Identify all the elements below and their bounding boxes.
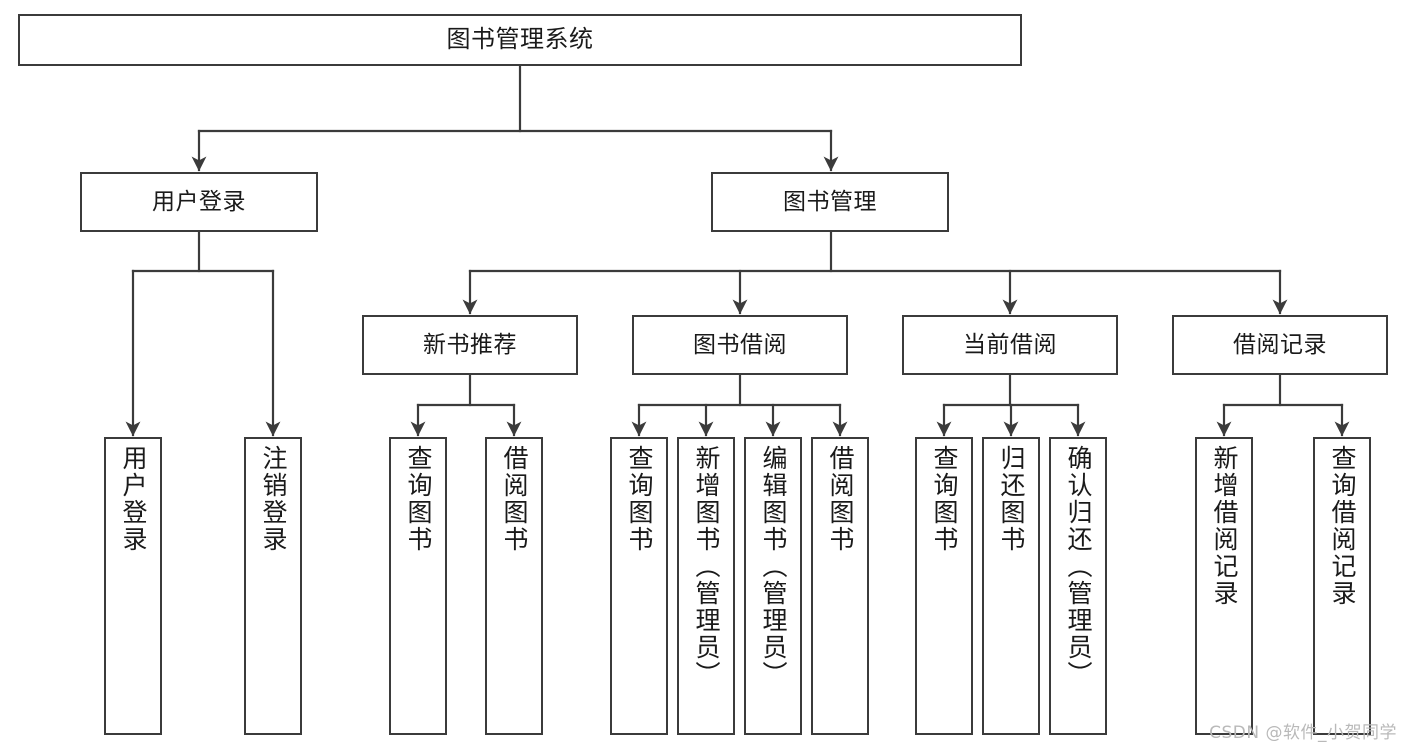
node-book-borrow[interactable]: 图书借阅 <box>632 315 848 375</box>
node-leaf-confirm-return-admin[interactable]: 确认归还（管理员） <box>1049 437 1107 735</box>
node-leaf-borrow-book[interactable]: 借阅图书 <box>811 437 869 735</box>
node-label: 查询图书 <box>625 445 654 553</box>
node-leaf-borrow-book-recommend[interactable]: 借阅图书 <box>485 437 543 735</box>
node-label: 图书管理系统 <box>446 25 594 54</box>
node-new-book-recommend[interactable]: 新书推荐 <box>362 315 578 375</box>
node-leaf-user-login[interactable]: 用户登录 <box>104 437 162 735</box>
node-label: 用户登录 <box>119 445 148 553</box>
node-leaf-query-book-recommend[interactable]: 查询图书 <box>389 437 447 735</box>
node-current-borrow[interactable]: 当前借阅 <box>902 315 1118 375</box>
node-leaf-add-borrow-record[interactable]: 新增借阅记录 <box>1195 437 1253 735</box>
node-label: 查询图书 <box>404 445 433 553</box>
node-leaf-query-book-current[interactable]: 查询图书 <box>915 437 973 735</box>
node-leaf-edit-book-admin[interactable]: 编辑图书（管理员） <box>744 437 802 735</box>
node-label: 借阅图书 <box>826 445 855 553</box>
node-label: 注销登录 <box>259 445 288 553</box>
node-leaf-add-book-admin[interactable]: 新增图书（管理员） <box>677 437 735 735</box>
node-leaf-return-book[interactable]: 归还图书 <box>982 437 1040 735</box>
node-label: 归还图书 <box>997 445 1026 553</box>
node-leaf-query-book-borrow[interactable]: 查询图书 <box>610 437 668 735</box>
node-label: 当前借阅 <box>963 331 1057 358</box>
node-label: 新书推荐 <box>423 331 517 358</box>
node-root-book-management-system[interactable]: 图书管理系统 <box>18 14 1022 66</box>
node-book-manage[interactable]: 图书管理 <box>711 172 949 232</box>
node-user-login[interactable]: 用户登录 <box>80 172 318 232</box>
node-label: 查询图书 <box>930 445 959 553</box>
node-label: 借阅图书 <box>500 445 529 553</box>
node-label: 查询借阅记录 <box>1328 445 1357 607</box>
node-label: 用户登录 <box>152 188 246 215</box>
node-label: 新增图书（管理员） <box>692 445 721 688</box>
node-label: 借阅记录 <box>1233 331 1327 358</box>
node-label: 编辑图书（管理员） <box>759 445 788 688</box>
node-leaf-query-borrow-record[interactable]: 查询借阅记录 <box>1313 437 1371 735</box>
node-label: 图书管理 <box>783 188 877 215</box>
csdn-watermark: CSDN @软件_小贺同学 <box>1209 723 1397 743</box>
node-label: 新增借阅记录 <box>1210 445 1239 607</box>
node-label: 确认归还（管理员） <box>1064 445 1093 688</box>
node-borrow-record[interactable]: 借阅记录 <box>1172 315 1388 375</box>
node-label: 图书借阅 <box>693 331 787 358</box>
node-leaf-logout-login[interactable]: 注销登录 <box>244 437 302 735</box>
